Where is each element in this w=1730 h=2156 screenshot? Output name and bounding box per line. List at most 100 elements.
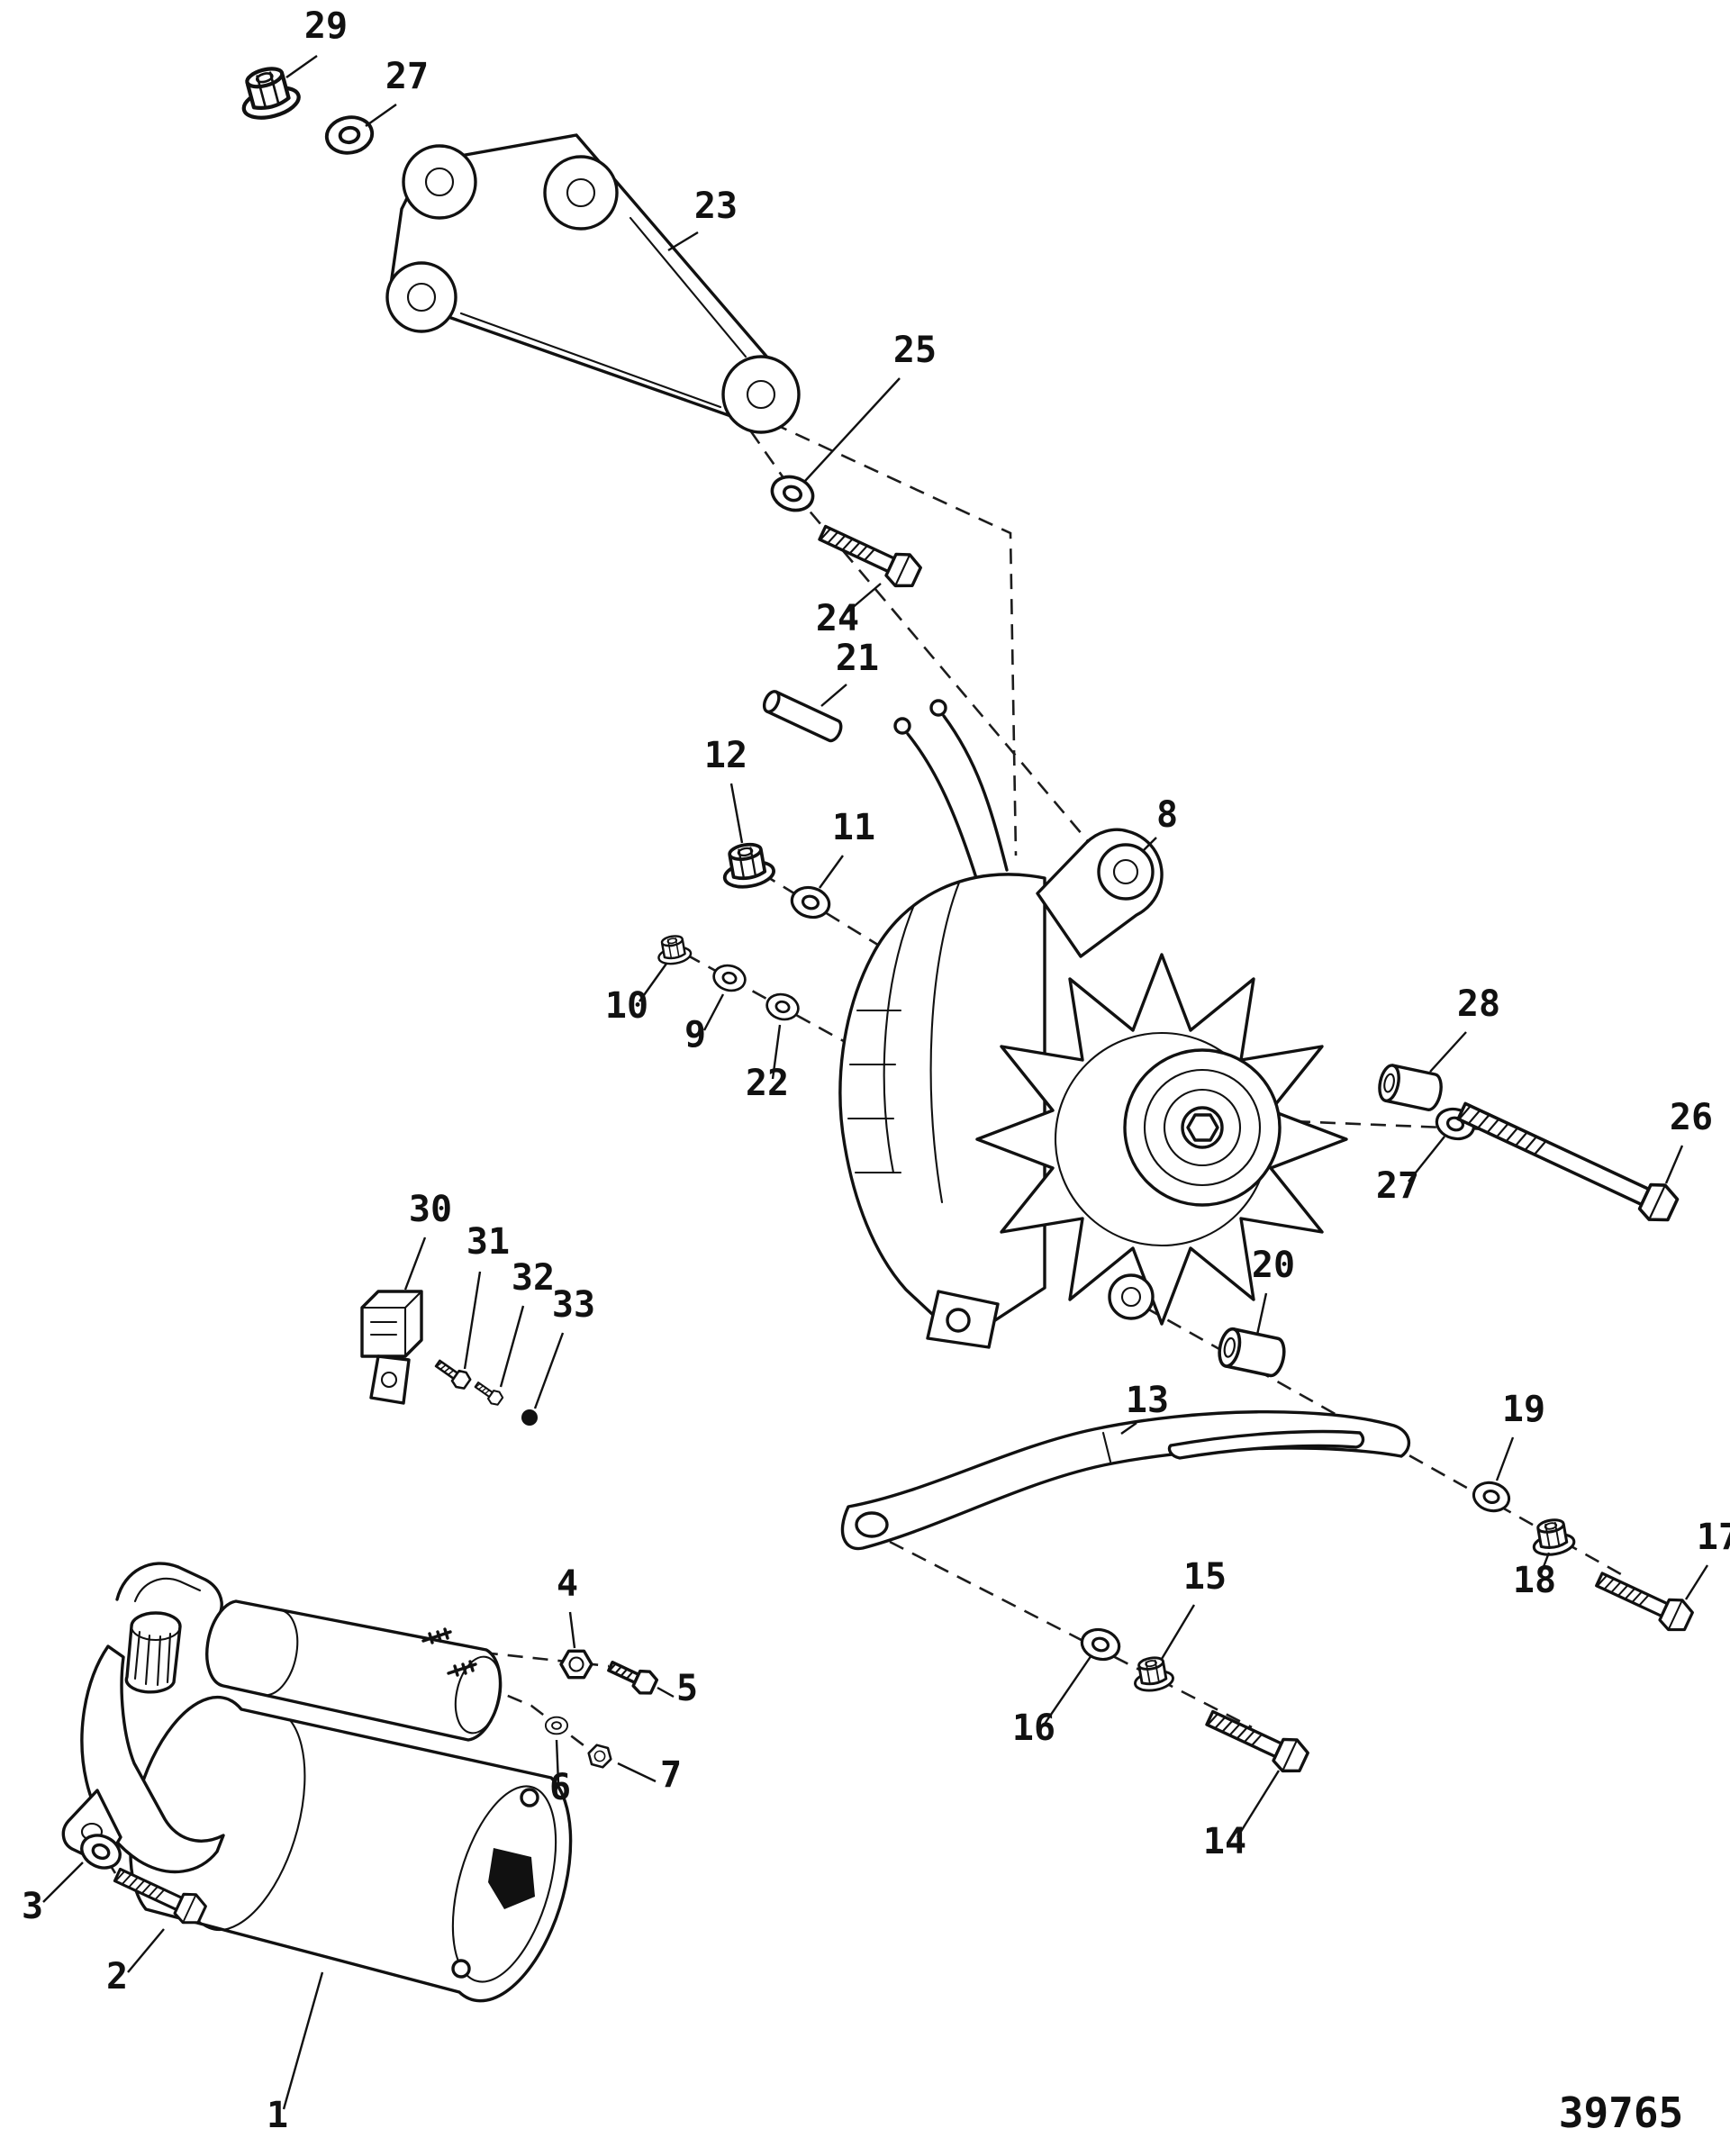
- bracket-hole: [746, 379, 776, 410]
- alternator-wire: [942, 714, 1009, 872]
- part-11-washer: [787, 882, 834, 923]
- callout-label: 27: [1376, 1165, 1419, 1207]
- callout-10: 10: [605, 963, 667, 1027]
- part-27-washer: [322, 112, 377, 159]
- leader-line: [1255, 1292, 1268, 1336]
- callout-32: 32: [499, 1257, 555, 1388]
- callout-label: 19: [1502, 1389, 1545, 1430]
- leader-line: [533, 1332, 565, 1409]
- leader-line: [365, 104, 397, 127]
- callout-label: 11: [832, 807, 875, 848]
- callout-6: 6: [549, 1739, 571, 1808]
- leader-line: [1236, 1770, 1281, 1838]
- part-5-screw-sm: [603, 1653, 661, 1699]
- callout-27: 27: [365, 56, 429, 127]
- callout-label: 9: [684, 1014, 706, 1055]
- part-10-flange-nut: [654, 932, 693, 967]
- bracket-boss: [721, 355, 801, 434]
- callout-12: 12: [704, 735, 747, 844]
- leader-line: [657, 1686, 675, 1699]
- shaft-nut: [1186, 1113, 1219, 1142]
- part-18-flange-nut: [1528, 1515, 1578, 1559]
- callout-25: 25: [804, 330, 937, 482]
- part-4-nut: [559, 1649, 593, 1680]
- brace-slot: [1167, 1429, 1365, 1460]
- callout-label: 6: [549, 1767, 571, 1808]
- pulley-groove: [1143, 1068, 1262, 1187]
- axis-bracket-corner-drop: [772, 421, 1018, 856]
- bracket-hole: [406, 282, 437, 313]
- callout-label: 3: [22, 1886, 43, 1927]
- axis-brace-bolt-14: [889, 1540, 1253, 1729]
- end-cap-opening: [488, 1848, 535, 1909]
- part-25-washer: [765, 469, 820, 518]
- leader-line: [1538, 1552, 1551, 1577]
- drive-housing: [80, 1644, 225, 1874]
- solenoid-stud: [447, 1660, 477, 1677]
- axis-alternator-stud-lower: [685, 953, 851, 1046]
- adjusting-brace-part-13: [840, 1409, 1411, 1551]
- callout-label: 17: [1697, 1517, 1730, 1558]
- callout-15: 15: [1160, 1556, 1227, 1660]
- callout-label: 32: [512, 1257, 555, 1299]
- callout-label: 1: [267, 2095, 288, 2136]
- callout-5: 5: [657, 1668, 698, 1709]
- callout-label: 21: [836, 638, 879, 679]
- connector-tab-hole: [380, 1371, 398, 1389]
- part-33-ball: [521, 1409, 538, 1426]
- callout-13: 13: [1120, 1380, 1169, 1435]
- leader-line: [403, 1237, 427, 1291]
- wire-terminal: [893, 717, 911, 735]
- leader-line: [1429, 1031, 1467, 1073]
- callout-label: 31: [466, 1221, 510, 1263]
- callout-label: 14: [1203, 1821, 1246, 1862]
- callout-18: 18: [1513, 1552, 1556, 1601]
- callout-28: 28: [1429, 983, 1500, 1073]
- callout-label: 2: [106, 1956, 128, 1997]
- part-12-flange-nut: [718, 838, 778, 892]
- leader-line: [617, 1762, 657, 1783]
- part-28-spacer: [1374, 1062, 1446, 1113]
- callout-31: 31: [463, 1221, 510, 1370]
- callout-2: 2: [106, 1928, 165, 1997]
- part-20-spacer: [1214, 1325, 1290, 1380]
- leader-line: [771, 1024, 782, 1080]
- axis-starter-stud-b: [484, 1684, 592, 1753]
- callout-4: 4: [557, 1563, 578, 1649]
- part-17-bolt: [1590, 1563, 1698, 1637]
- drive-gear: [124, 1611, 182, 1694]
- leader-line: [820, 684, 847, 707]
- leader-line: [568, 1611, 576, 1649]
- top-ear-hole: [1112, 858, 1139, 885]
- callout-label: 8: [1156, 794, 1178, 836]
- callout-label: 16: [1012, 1708, 1055, 1749]
- callout-label: 25: [893, 330, 937, 371]
- leader-line: [1495, 1436, 1515, 1481]
- callout-label: 29: [304, 5, 348, 47]
- starter-motor-part-1: [61, 1562, 573, 2003]
- callout-label: 33: [552, 1284, 595, 1326]
- leader-line: [729, 783, 744, 844]
- leader-line: [819, 855, 844, 889]
- gear-teeth: [133, 1630, 172, 1687]
- callout-21: 21: [820, 638, 879, 707]
- part-7-nut: [584, 1742, 615, 1771]
- starter-yoke: [115, 1562, 223, 1616]
- leader-line: [804, 377, 901, 482]
- starter-body: [129, 1695, 573, 2003]
- leader-line: [499, 1305, 525, 1388]
- callout-1: 1: [267, 1971, 324, 2136]
- leader-line: [463, 1271, 482, 1370]
- leader-line: [42, 1862, 84, 1903]
- callout-22: 22: [746, 1024, 789, 1104]
- callout-label: 18: [1513, 1560, 1556, 1601]
- alternator-foot-hole: [946, 1308, 971, 1333]
- part-15-flange-nut: [1129, 1653, 1176, 1695]
- wire-terminal: [929, 699, 947, 717]
- callout-17: 17: [1684, 1517, 1730, 1600]
- connector-bracket-part-30: [360, 1290, 423, 1405]
- leader-line: [285, 55, 318, 78]
- callout-9: 9: [684, 993, 725, 1055]
